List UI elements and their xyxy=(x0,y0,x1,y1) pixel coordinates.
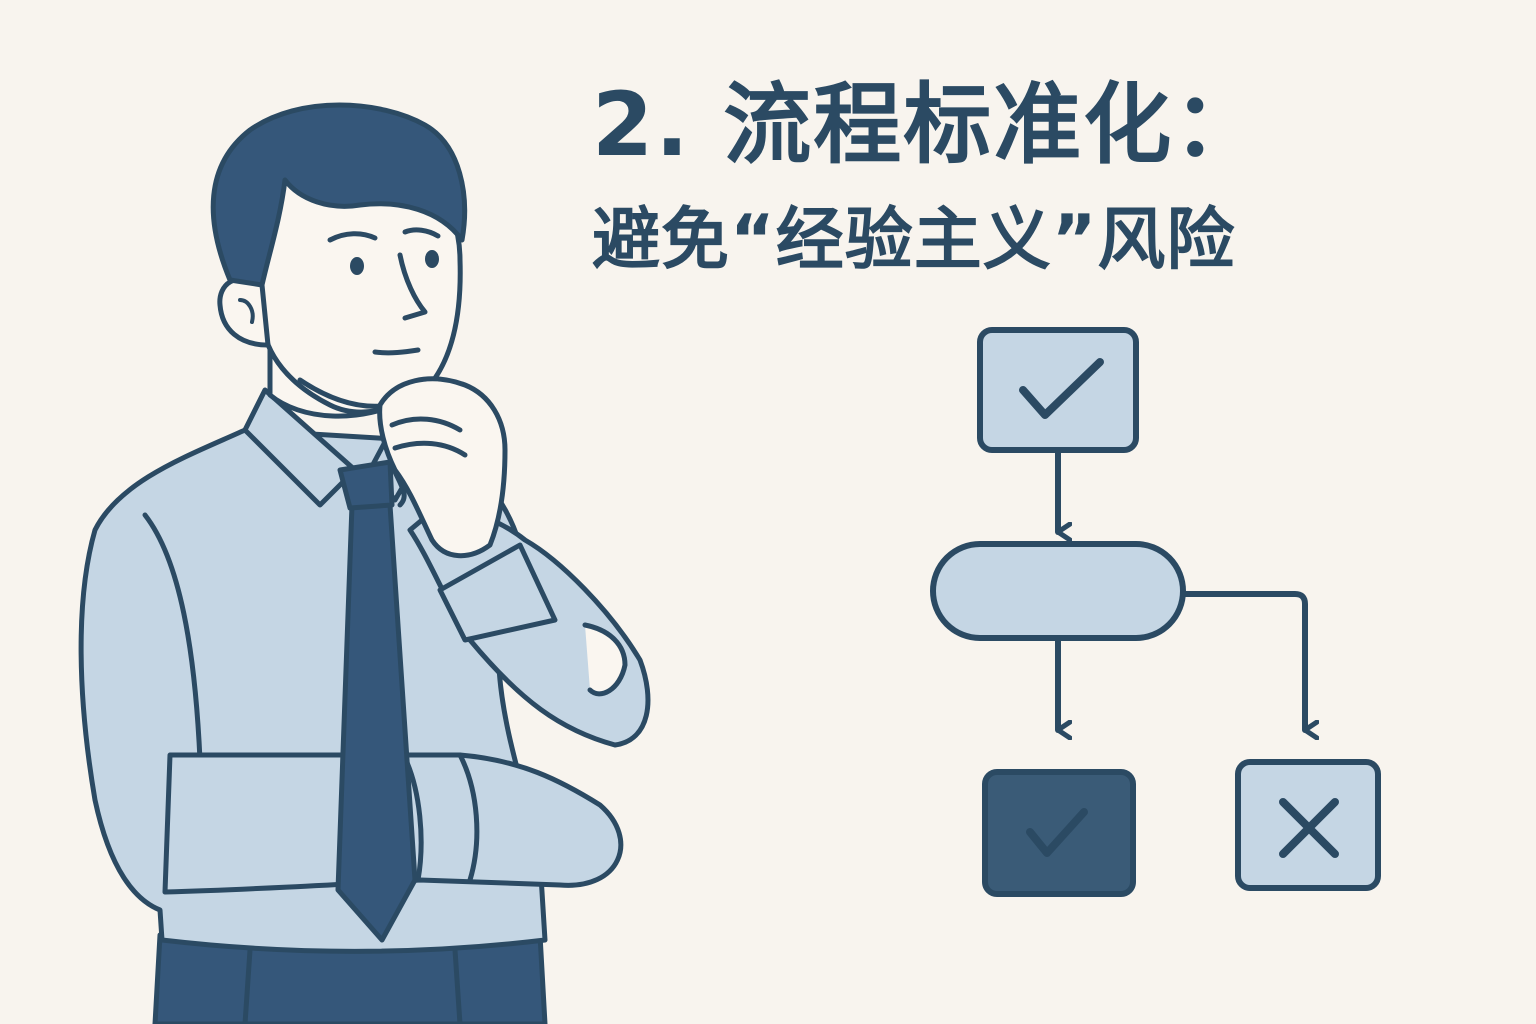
node-start xyxy=(977,327,1139,453)
thumb xyxy=(389,462,407,508)
supporting-hand xyxy=(582,622,628,697)
title-main: 2. 流程标准化： xyxy=(592,73,1264,176)
sleeve-cuff-raised xyxy=(437,542,558,643)
check-icon xyxy=(1026,808,1088,857)
tie-knot xyxy=(337,459,395,511)
finger-1 xyxy=(389,416,463,433)
node-outcome-pass xyxy=(982,769,1136,897)
right-eye xyxy=(425,250,439,268)
hair xyxy=(210,102,468,288)
flowchart xyxy=(930,327,1381,897)
ear xyxy=(217,276,271,348)
check-icon xyxy=(1019,358,1104,419)
right-eyebrow xyxy=(402,227,441,239)
left-eyebrow xyxy=(327,231,378,243)
finger-2 xyxy=(392,440,468,458)
node-process xyxy=(930,541,1186,641)
pants-crease xyxy=(242,947,463,1024)
title-subtitle: 避免“经验主义”风险 xyxy=(592,201,1236,280)
edge-process-to-fail xyxy=(1179,591,1305,730)
ear-detail xyxy=(238,298,255,324)
businessman-illustration xyxy=(78,102,651,1024)
shirt-fold-left xyxy=(142,512,203,763)
mouth xyxy=(372,347,421,356)
left-eye xyxy=(350,257,364,275)
cross-icon xyxy=(1279,798,1339,858)
nose xyxy=(397,252,428,321)
collar-left xyxy=(242,387,358,508)
